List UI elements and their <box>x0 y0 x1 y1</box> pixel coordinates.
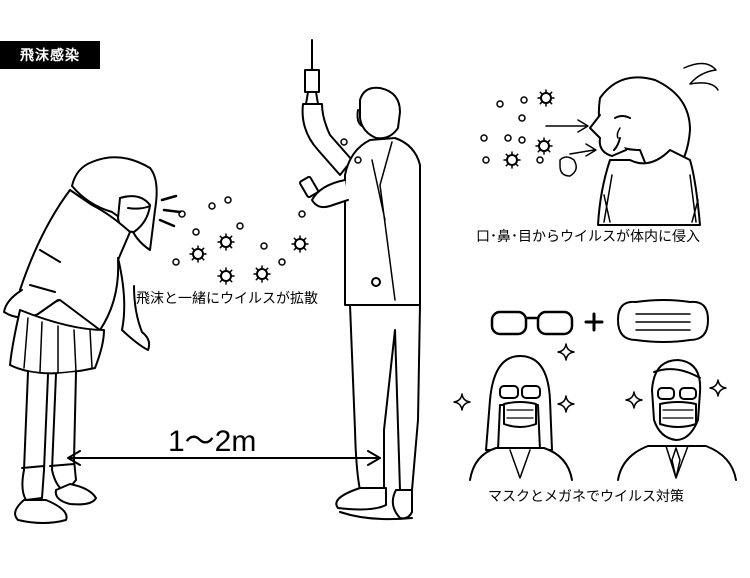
distance-label: 1～2m <box>168 425 257 458</box>
protection-label: マスクとメガネでウイルス対策 <box>488 489 684 505</box>
virus-icon <box>291 235 309 253</box>
man-with-mask <box>617 359 737 481</box>
virus-icon <box>503 151 521 169</box>
sparkle-icon <box>625 391 643 409</box>
virus-icon <box>217 267 235 285</box>
sparkle-icon <box>557 343 575 361</box>
mask-icon <box>617 299 709 343</box>
droplets <box>172 138 362 266</box>
virus-icon <box>535 137 553 155</box>
sparkle-icon <box>453 393 471 411</box>
woman-with-mask <box>469 355 573 481</box>
plus-icon <box>584 312 604 332</box>
virus-icon <box>189 245 207 263</box>
virus-icon <box>537 89 555 107</box>
worried-man <box>589 62 719 226</box>
sparkle-icon <box>709 379 727 397</box>
distance-arrow <box>67 450 381 466</box>
viruses-entering <box>480 96 597 177</box>
virus-icon <box>217 233 235 251</box>
spread-label: 飛沫と一緒にウイルスが拡散 <box>136 291 318 307</box>
sneezing-girl <box>3 156 182 524</box>
glasses-icon <box>490 310 574 336</box>
standing-man <box>299 39 421 521</box>
entry-label: 口･鼻･目からウイルスが体内に侵入 <box>476 229 700 245</box>
virus-icon <box>253 265 271 283</box>
sparkle-icon <box>557 395 575 413</box>
title-tag: 飛沫感染 <box>0 41 100 69</box>
